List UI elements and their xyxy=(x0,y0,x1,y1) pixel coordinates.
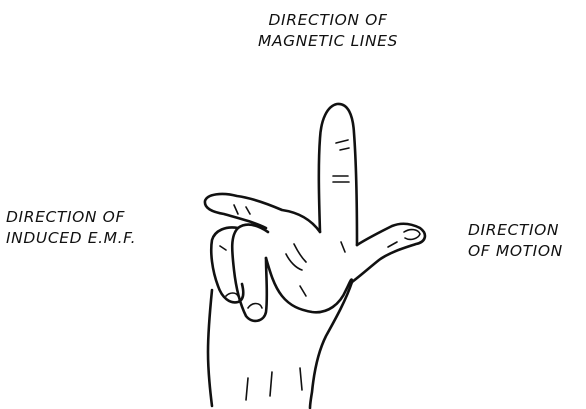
wrist-crease-1 xyxy=(246,378,248,400)
wrist-crease-2 xyxy=(270,372,272,396)
palm-outline xyxy=(266,258,352,312)
palm-crease-3 xyxy=(300,286,306,296)
palm-crease-2 xyxy=(294,244,306,262)
middle-finger-crease-1 xyxy=(234,205,238,214)
thumb-outline xyxy=(352,224,425,282)
little-finger-nail-icon xyxy=(226,293,238,296)
thumb-nail-icon xyxy=(404,230,420,240)
ring-finger-nail-icon xyxy=(248,304,262,309)
wrist-left-outline xyxy=(208,290,212,406)
index-finger-crease-3 xyxy=(336,140,348,143)
little-finger-crease xyxy=(220,246,226,250)
wrist-crease-3 xyxy=(300,368,302,390)
middle-finger-outline xyxy=(205,194,320,232)
thumb-crease-1 xyxy=(388,242,397,247)
index-finger-crease-4 xyxy=(340,148,349,150)
middle-finger-crease-2 xyxy=(246,207,250,214)
wrist-right-outline xyxy=(310,282,352,408)
palm-crease-1 xyxy=(286,254,302,270)
index-finger-crease-5 xyxy=(341,242,345,252)
index-finger-outline xyxy=(319,104,357,245)
